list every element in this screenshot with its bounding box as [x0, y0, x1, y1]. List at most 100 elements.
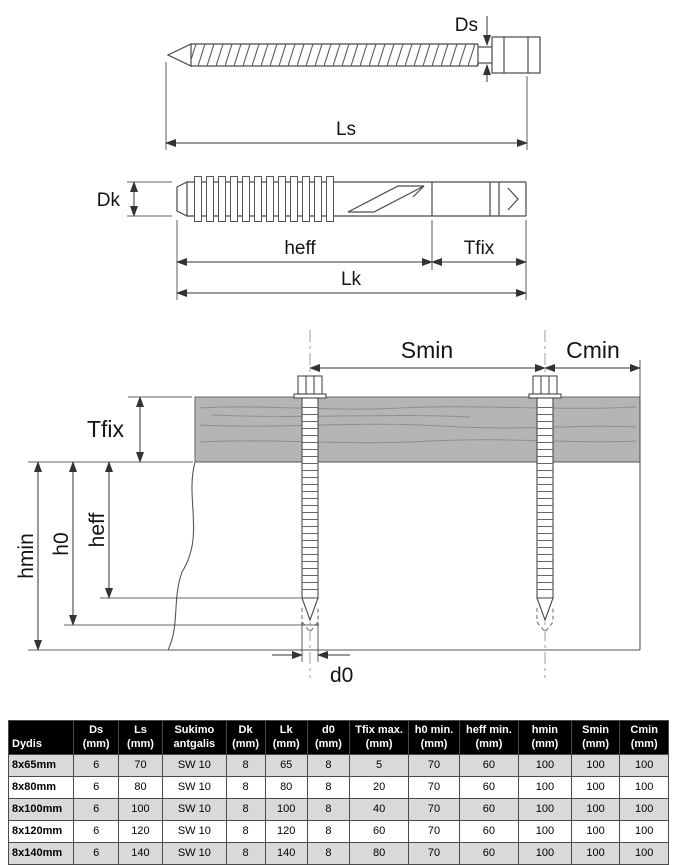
value-cell: 40 — [349, 797, 410, 821]
value-cell: 65 — [264, 753, 308, 777]
value-cell: 80 — [349, 841, 410, 865]
ls-label: Ls — [336, 119, 356, 140]
value-cell: 70 — [408, 819, 460, 843]
value-cell: 140 — [117, 841, 164, 865]
header-ds: Ds(mm) — [73, 720, 119, 755]
tfix-install-label: Tfix — [87, 416, 125, 442]
value-cell: 70 — [408, 775, 460, 799]
header-cmin: Cmin(mm) — [619, 720, 669, 755]
value-cell: 100 — [619, 753, 669, 777]
heff-label: heff — [284, 238, 316, 259]
value-cell: 70 — [408, 753, 460, 777]
value-cell: 6 — [73, 819, 119, 843]
value-cell: 8 — [225, 841, 266, 865]
header-lk: Lk(mm) — [264, 720, 308, 755]
value-cell: SW 10 — [162, 819, 227, 843]
header-ls: Ls(mm) — [117, 720, 164, 755]
value-cell: 100 — [619, 841, 669, 865]
value-cell: 60 — [458, 841, 519, 865]
installed-anchor-left — [293, 330, 327, 678]
value-cell: 8 — [225, 797, 266, 821]
value-cell: 8 — [225, 775, 266, 799]
header-d0: d0(mm) — [306, 720, 351, 755]
screw-body — [166, 36, 541, 74]
value-cell: 60 — [458, 753, 519, 777]
value-cell: 8 — [225, 753, 266, 777]
value-cell: 100 — [517, 819, 572, 843]
value-cell: 20 — [349, 775, 410, 799]
ds-label: Ds — [455, 15, 478, 36]
value-cell: 120 — [117, 819, 164, 843]
installation-drawing: Smin Cmin Tfix hmin h0 heff d0 — [15, 330, 641, 687]
value-cell: 100 — [570, 753, 621, 777]
value-cell: 8 — [306, 797, 351, 821]
value-cell: SW 10 — [162, 797, 227, 821]
header-tfix-max: Tfix max.(mm) — [349, 720, 410, 755]
value-cell: 60 — [458, 775, 519, 799]
value-cell: 6 — [73, 797, 119, 821]
fixture-material — [194, 396, 641, 463]
base-material — [167, 397, 641, 651]
value-cell: 140 — [264, 841, 308, 865]
lk-label: Lk — [341, 269, 362, 290]
value-cell: 100 — [517, 775, 572, 799]
anchor-dimensions — [127, 181, 527, 300]
tfix-label: Tfix — [464, 238, 495, 259]
value-cell: 70 — [117, 753, 164, 777]
value-cell: 100 — [619, 775, 669, 799]
smin-label: Smin — [401, 337, 453, 363]
value-cell: 100 — [117, 797, 164, 821]
value-cell: 80 — [117, 775, 164, 799]
value-cell: SW 10 — [162, 841, 227, 865]
header-h0-min: h0 min.(mm) — [408, 720, 460, 755]
value-cell: 100 — [570, 775, 621, 799]
size-cell: 8x65mm — [7, 753, 75, 777]
value-cell: 60 — [458, 797, 519, 821]
size-cell: 8x80mm — [7, 775, 75, 799]
value-cell: 100 — [619, 819, 669, 843]
value-cell: SW 10 — [162, 775, 227, 799]
installation-dimensions — [28, 360, 641, 662]
size-cell: 8x140mm — [7, 841, 75, 865]
value-cell: 6 — [73, 841, 119, 865]
value-cell: 60 — [458, 819, 519, 843]
header-dydis: Dydis — [7, 720, 75, 755]
d0-label: d0 — [330, 664, 353, 687]
value-cell: 80 — [264, 775, 308, 799]
installed-anchor-right — [528, 330, 562, 678]
value-cell: 100 — [264, 797, 308, 821]
size-cell: 8x120mm — [7, 819, 75, 843]
value-cell: 5 — [349, 753, 410, 777]
value-cell: 120 — [264, 819, 308, 843]
size-cell: 8x100mm — [7, 797, 75, 821]
value-cell: 100 — [517, 753, 572, 777]
value-cell: SW 10 — [162, 753, 227, 777]
dk-label: Dk — [97, 190, 121, 211]
header-smin: Smin(mm) — [570, 720, 621, 755]
screw-dimensions — [165, 16, 528, 150]
h0-label: h0 — [50, 532, 73, 555]
value-cell: 70 — [408, 841, 460, 865]
value-cell: 8 — [306, 819, 351, 843]
value-cell: 100 — [619, 797, 669, 821]
heff-install-label: heff — [86, 513, 109, 548]
value-cell: 60 — [349, 819, 410, 843]
screw-drawing: Ds Ls — [165, 15, 541, 150]
anchor-body — [176, 176, 527, 222]
value-cell: 70 — [408, 797, 460, 821]
value-cell: 6 — [73, 775, 119, 799]
value-cell: 100 — [570, 841, 621, 865]
cmin-label: Cmin — [566, 337, 620, 363]
header-hmin: hmin(mm) — [517, 720, 572, 755]
value-cell: 8 — [306, 775, 351, 799]
